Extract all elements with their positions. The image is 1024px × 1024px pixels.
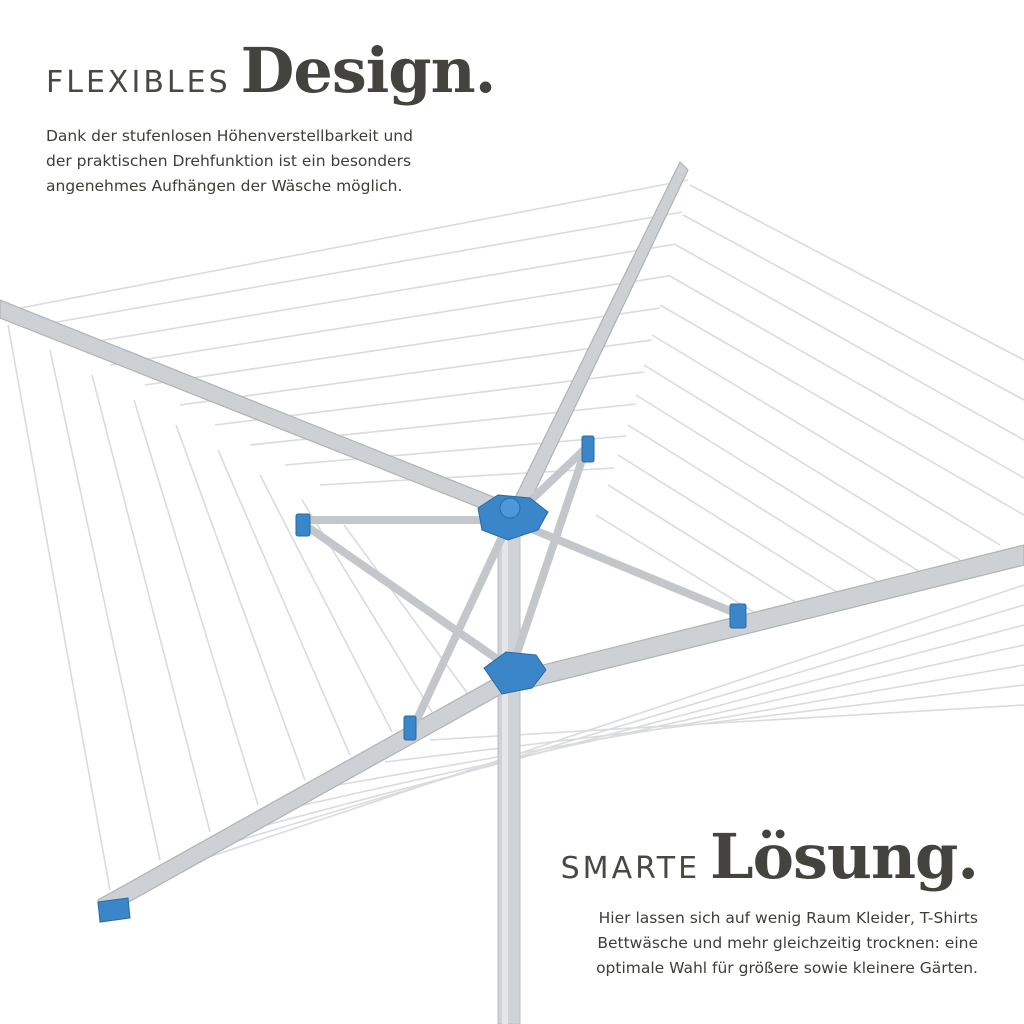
description-design: Dank der stufenlosen Höhenverstellbarkei…	[46, 124, 526, 199]
description-line: der praktischen Drehfunktion ist ein bes…	[46, 152, 412, 170]
description-line: optimale Wahl für größere sowie kleinere…	[596, 959, 978, 977]
description-line: angenehmes Aufhängen der Wäsche möglich.	[46, 177, 403, 195]
description-loesung: Hier lassen sich auf wenig Raum Kleider,…	[458, 906, 978, 981]
blue-fittings	[97, 435, 747, 923]
washing-lines-bottom	[139, 584, 1024, 881]
kicker-flexibles: FLEXIBLES	[46, 65, 231, 100]
headline-word-loesung: Lösung.	[710, 820, 979, 893]
description-line: Bettwäsche und mehr gleichzeitig trockne…	[597, 934, 978, 952]
headline-word-design: Design.	[240, 34, 497, 107]
description-line: Dank der stufenlosen Höhenverstellbarkei…	[46, 127, 413, 145]
washing-lines-right	[595, 184, 1024, 617]
washing-lines-left	[7, 324, 469, 891]
kicker-smarte: SMARTE	[560, 851, 701, 886]
description-line: Hier lassen sich auf wenig Raum Kleider,…	[598, 909, 978, 927]
